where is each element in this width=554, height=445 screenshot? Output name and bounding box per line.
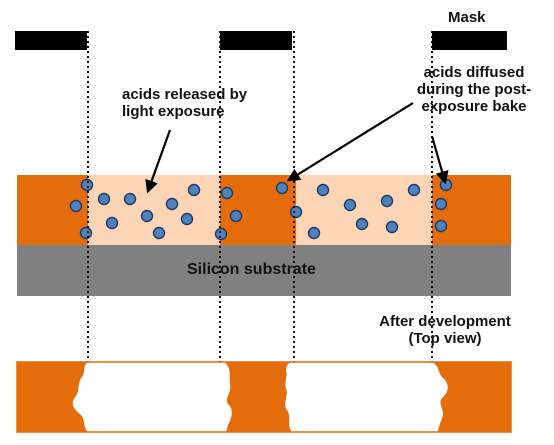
acids-diffused-line-2: during the post- xyxy=(416,81,532,98)
after-development-line-1: After development xyxy=(379,313,511,330)
arrow-diffused-left xyxy=(286,102,414,182)
mask-label: Mask xyxy=(448,9,486,26)
acid-molecule xyxy=(180,212,194,226)
acids-released-line-1: acids released by xyxy=(122,86,248,103)
acid-molecule xyxy=(439,178,453,192)
acids-released-line-2: light exposure xyxy=(122,103,225,120)
mask-segment-left xyxy=(15,31,87,50)
projection-lines xyxy=(87,31,433,432)
acid-molecule xyxy=(289,205,303,219)
arrow-acids-released xyxy=(145,129,172,194)
acids-diffused-label: acids diffused during the post- exposure… xyxy=(403,64,545,115)
mask-segment-middle xyxy=(220,31,292,50)
after-development-label: After development (Top view) xyxy=(356,313,534,347)
acid-molecule xyxy=(316,183,330,197)
acids-released-label: acids released by light exposure xyxy=(122,86,247,120)
top-view-outline xyxy=(16,361,512,433)
acid-molecule xyxy=(307,226,321,240)
acid-molecule xyxy=(79,226,93,240)
arrows xyxy=(145,102,449,194)
acid-molecule xyxy=(123,192,137,206)
developed-opening-right xyxy=(285,362,448,432)
mask-segment-right xyxy=(432,31,507,50)
acid-molecule xyxy=(152,226,166,240)
acid-molecule xyxy=(434,197,448,211)
acid-molecule xyxy=(220,186,234,200)
acid-molecule xyxy=(385,220,399,234)
acid-molecule xyxy=(69,199,83,213)
developed-top-view xyxy=(16,361,512,433)
acids-diffused-line-1: acids diffused xyxy=(423,64,525,81)
acid-molecule xyxy=(165,197,179,211)
developed-opening-left xyxy=(72,362,232,432)
acid-molecules xyxy=(69,178,453,241)
acid-molecule xyxy=(355,217,369,231)
acid-molecule xyxy=(407,183,421,197)
acid-molecule xyxy=(97,192,111,206)
acid-molecule xyxy=(140,209,154,223)
acid-molecule xyxy=(434,219,448,233)
substrate-label: Silicon substrate xyxy=(187,261,316,278)
after-development-line-2: (Top view) xyxy=(408,330,482,347)
acid-molecule xyxy=(187,183,201,197)
acid-molecule xyxy=(214,227,228,241)
silicon-substrate xyxy=(17,245,511,296)
acid-molecule xyxy=(229,209,243,223)
arrow-diffused-right xyxy=(430,135,449,185)
acid-molecule xyxy=(80,178,94,192)
acid-molecule xyxy=(105,216,119,230)
acid-molecule xyxy=(380,194,394,208)
mask xyxy=(15,31,507,50)
acids-diffused-line-3: exposure bake xyxy=(421,98,527,115)
acid-molecule xyxy=(275,181,289,195)
acid-molecule xyxy=(343,198,357,212)
